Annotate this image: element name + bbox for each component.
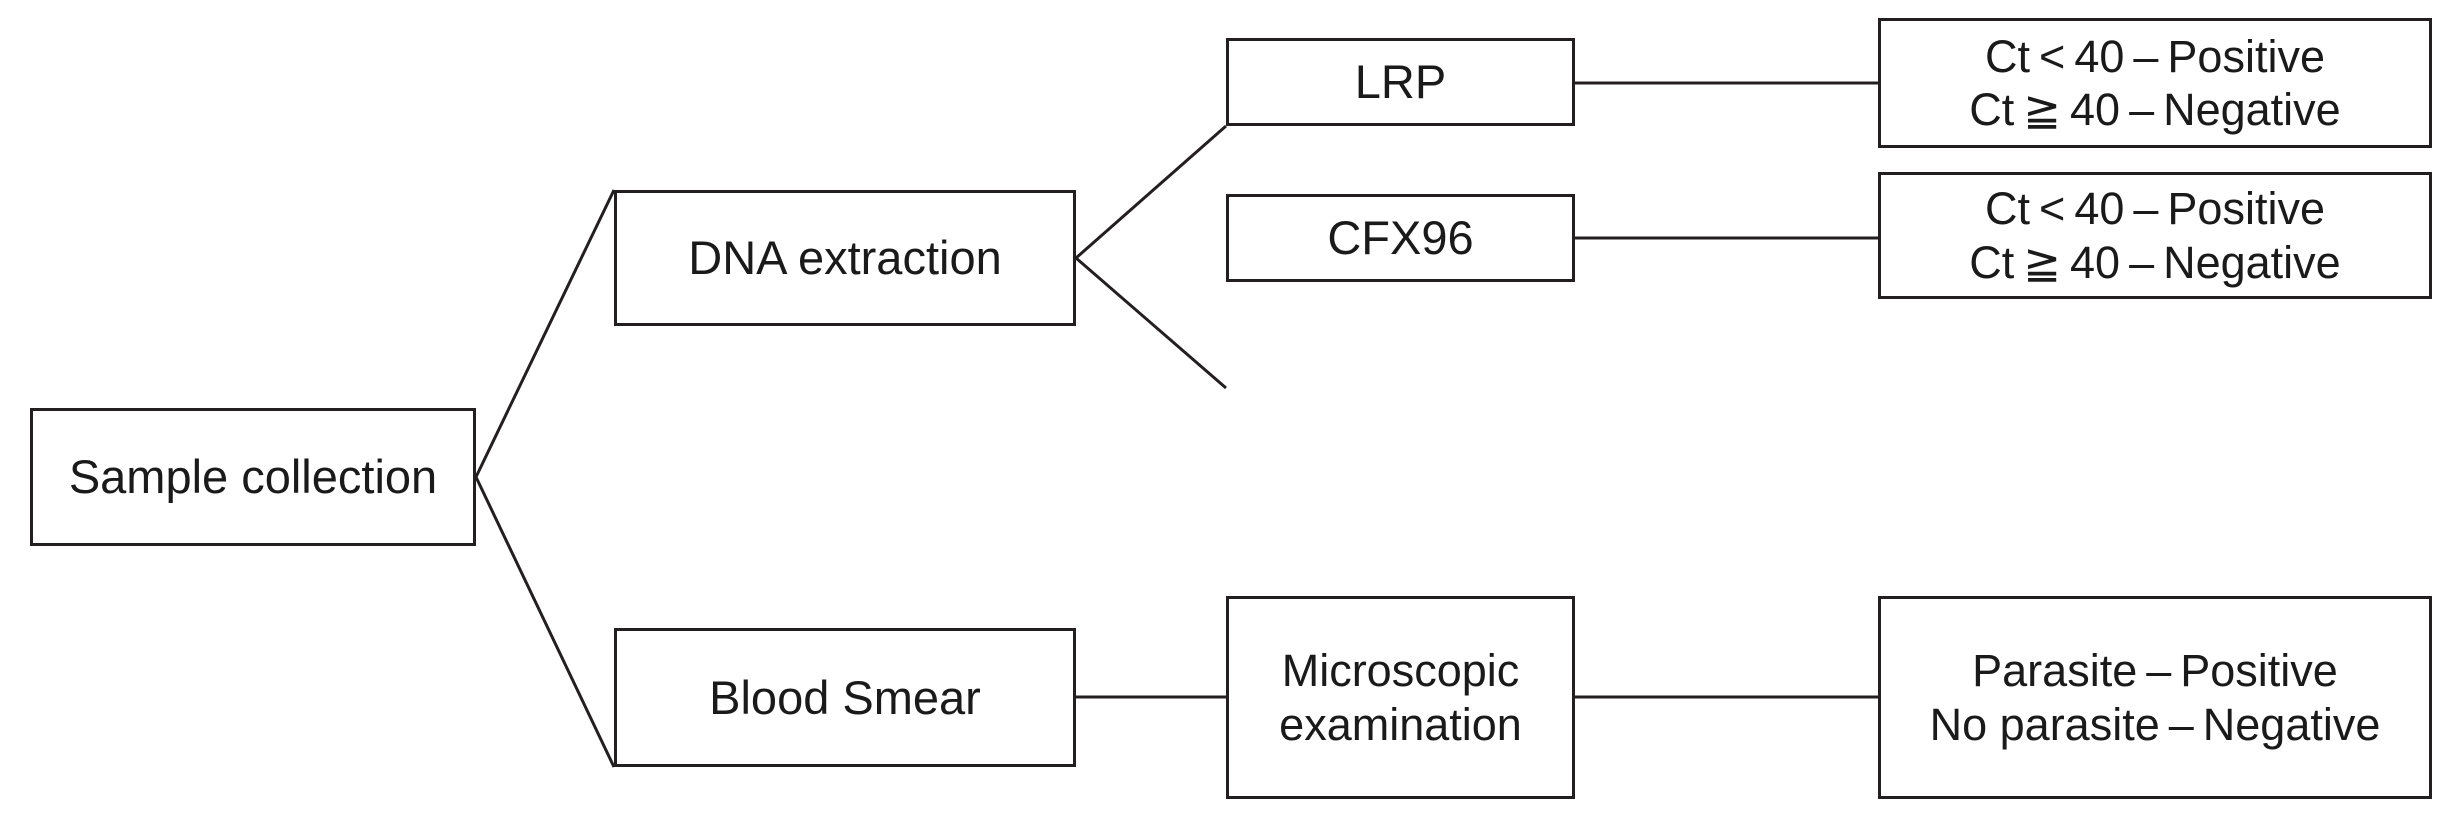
edge-dna-to-lrp	[1075, 124, 1227, 260]
node-lrp-label: LRP	[1354, 55, 1447, 109]
node-cfx96: CFX96	[1226, 194, 1575, 282]
node-microscopic-examination-line-1: Microscopic	[1281, 645, 1520, 697]
node-cfx96-result-line-1: Ct < 40 – Positive	[1985, 183, 2325, 235]
node-blood-smear: Blood Smear	[614, 628, 1076, 767]
node-lrp-result-line-2: Ct ≧ 40 – Negative	[1969, 84, 2341, 135]
node-cfx96-result-label: Ct < 40 – Positive Ct ≧ 40 – Negative	[1881, 182, 2429, 288]
node-microscopic-examination-label: Microscopic examination	[1229, 644, 1572, 750]
node-microscopic-examination-line-2: examination	[1279, 698, 1522, 750]
node-lrp: LRP	[1226, 38, 1575, 126]
node-smear-result: Parasite – Positive No parasite – Negati…	[1878, 596, 2432, 799]
node-lrp-result-label: Ct < 40 – Positive Ct ≧ 40 – Negative	[1881, 30, 2429, 136]
node-dna-extraction: DNA extraction	[614, 190, 1076, 326]
node-blood-smear-label: Blood Smear	[709, 670, 981, 724]
node-dna-extraction-label: DNA extraction	[688, 231, 1002, 285]
node-sample-collection-label: Sample collection	[68, 450, 438, 504]
edge-dna-to-cfx96	[1075, 256, 1227, 390]
edge-sample-to-dna	[474, 189, 616, 478]
node-lrp-result-line-1: Ct < 40 – Positive	[1985, 30, 2325, 82]
node-microscopic-examination: Microscopic examination	[1226, 596, 1575, 799]
node-smear-result-label: Parasite – Positive No parasite – Negati…	[1881, 644, 2429, 750]
node-lrp-result: Ct < 40 – Positive Ct ≧ 40 – Negative	[1878, 18, 2432, 148]
node-smear-result-line-2: No parasite – Negative	[1929, 698, 2381, 750]
node-cfx96-result: Ct < 40 – Positive Ct ≧ 40 – Negative	[1878, 172, 2432, 299]
node-cfx96-result-line-2: Ct ≧ 40 – Negative	[1969, 236, 2341, 288]
edge-sample-to-smear	[474, 476, 616, 768]
node-cfx96-label: CFX96	[1327, 211, 1474, 265]
node-sample-collection: Sample collection	[30, 408, 476, 546]
node-smear-result-line-1: Parasite – Positive	[1972, 645, 2338, 697]
